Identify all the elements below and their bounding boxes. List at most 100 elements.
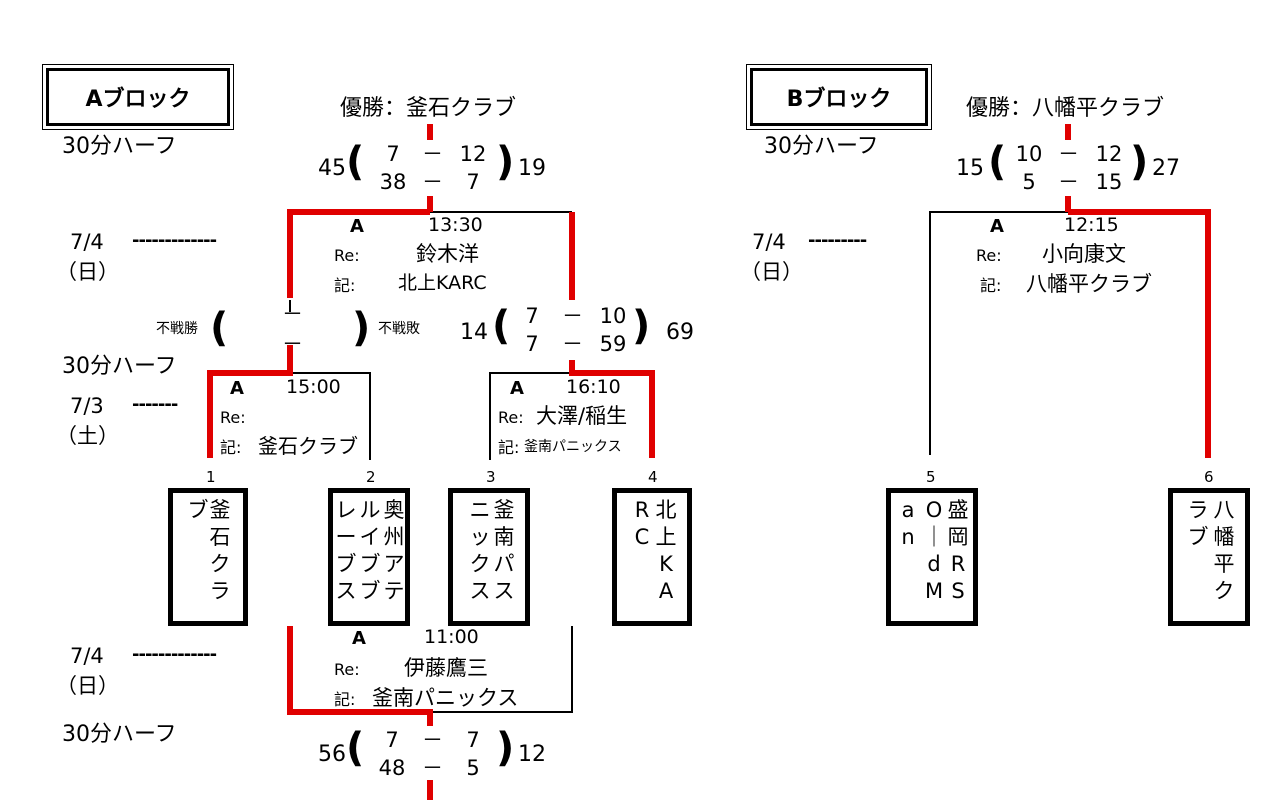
char: A (658, 579, 674, 603)
semi-right-dash1: － (562, 304, 583, 328)
final-recorder: 北上KARC (398, 272, 487, 294)
team-2-col3: レ ー ブ ス (335, 497, 357, 605)
team-box-6: 八 幡 平 ク ラ ブ (1168, 488, 1250, 626)
char: ラ (209, 579, 231, 603)
final-date: 7/4 (70, 230, 104, 254)
team-4-col2: R C (631, 497, 653, 551)
b-h2-right: 15 (1095, 170, 1123, 194)
char: イ (359, 525, 381, 549)
b-recorder: 八幡平クラブ (1026, 272, 1152, 296)
b-paren-open: ( (988, 139, 1007, 185)
block-a-title-text: Aブロック (85, 87, 191, 112)
b-referee: 小向康文 (1042, 242, 1126, 266)
third-date: 7/4 (70, 644, 104, 668)
third-score-right: 12 (518, 742, 546, 767)
b-h2-left: 5 (1022, 170, 1036, 194)
third-paren-open: ( (346, 725, 365, 771)
char: ス (493, 579, 515, 603)
third-court: A (352, 628, 366, 649)
b-h1-right: 12 (1095, 142, 1123, 166)
char: ク (469, 552, 491, 576)
team-box-5: 盛 岡 R S O ｜ d M a n (886, 488, 978, 626)
semi-right-paren-close: ) (632, 303, 651, 349)
char: ニ (469, 498, 491, 522)
team-box-1: 釜 石 ク ラ ブ (168, 488, 248, 626)
semi-left-dash1: － (282, 302, 303, 326)
char: C (634, 525, 650, 549)
char: R (950, 552, 966, 576)
block-b-winner: 優勝：八幡平クラブ (966, 96, 1165, 121)
semi-left-time: 15:00 (286, 376, 341, 398)
block-b-half-top: 30分ハーフ (764, 134, 879, 159)
char: S (951, 579, 965, 603)
semi-left-note-right: 不戦敗 (378, 321, 420, 337)
final-time: 13:30 (428, 214, 483, 236)
char: ブ (187, 498, 209, 522)
semi-left-re-label: Re: (220, 408, 246, 427)
semi-right-referee: 大澤/稲生 (536, 404, 628, 428)
team-box-3: 釜 南 パ ス ニ ッ ク ス (448, 488, 530, 626)
semi-date: 7/3 (70, 394, 104, 418)
team-6-col1: 八 幡 平 ク (1213, 497, 1235, 605)
b-day: （日） (740, 260, 803, 284)
third-score-left: 56 (318, 742, 346, 767)
seed-5: 5 (926, 468, 936, 486)
char: 北 (655, 498, 677, 522)
semi-left-dash2: － (282, 332, 303, 356)
semi-right-time: 16:10 (566, 376, 621, 398)
char: O (925, 498, 943, 522)
semi-right-recorder: 釜南パニックス (524, 439, 622, 455)
paren-open: ( (346, 139, 365, 185)
third-h2-left: 48 (378, 756, 406, 780)
score-right: 19 (518, 156, 546, 181)
team-5-col3: a n (897, 497, 919, 551)
team-5-col2: O ｜ d M (923, 497, 945, 605)
char: R (634, 498, 650, 522)
char: ル (359, 498, 381, 522)
team-3-col1: 釜 南 パ ス (493, 497, 515, 605)
semi-left-paren-open: ( (210, 305, 229, 351)
b-dash2: － (1058, 170, 1079, 194)
semi-date-dashes: ------- (132, 394, 178, 415)
semi-right-court: A (510, 378, 524, 399)
h2-left: 38 (379, 170, 407, 194)
semi-right-paren-open: ( (492, 303, 511, 349)
block-a-half-top: 30分ハーフ (62, 134, 177, 159)
third-h1-left: 7 (385, 728, 399, 752)
h2-right: 7 (466, 170, 480, 194)
block-a-title: Aブロック (42, 64, 234, 130)
block-a-half-bot: 30分ハーフ (62, 722, 177, 747)
team-2-col1: 奥 州 ア テ (383, 497, 405, 605)
team-6-col2: ラ ブ (1187, 497, 1209, 551)
block-b-title-text: Bブロック (786, 87, 892, 112)
semi-left-recorder: 釜石クラブ (258, 434, 358, 458)
char: 平 (1213, 552, 1235, 576)
team-box-4: 北 上 K A R C (612, 488, 692, 626)
char: 岡 (947, 525, 969, 549)
char: 盛 (947, 498, 969, 522)
char: 幡 (1213, 525, 1235, 549)
third-h2-right: 5 (466, 756, 480, 780)
semi-right-score-left: 14 (460, 320, 488, 345)
char: 上 (655, 525, 677, 549)
char: ス (469, 579, 491, 603)
b-re-label: Re: (976, 246, 1002, 265)
third-day: （日） (56, 674, 119, 698)
final-day: （日） (56, 260, 119, 284)
b-date-dashes: --------- (808, 230, 867, 251)
block-b-title: Bブロック (746, 64, 932, 130)
third-time: 11:00 (424, 626, 479, 648)
char: ブ (359, 552, 381, 576)
char: 石 (209, 525, 231, 549)
third-dash1: － (422, 728, 443, 752)
char: n (901, 525, 915, 549)
char: レ (335, 498, 357, 522)
final-referee: 鈴木洋 (416, 242, 479, 266)
third-h1-right: 7 (466, 728, 480, 752)
b-h1-left: 10 (1015, 142, 1043, 166)
third-date-dashes: ------------- (132, 644, 217, 665)
team-3-col2: ニ ッ ク ス (469, 497, 491, 605)
third-recorder: 釜南パニックス (372, 686, 519, 710)
char: ア (383, 552, 405, 576)
